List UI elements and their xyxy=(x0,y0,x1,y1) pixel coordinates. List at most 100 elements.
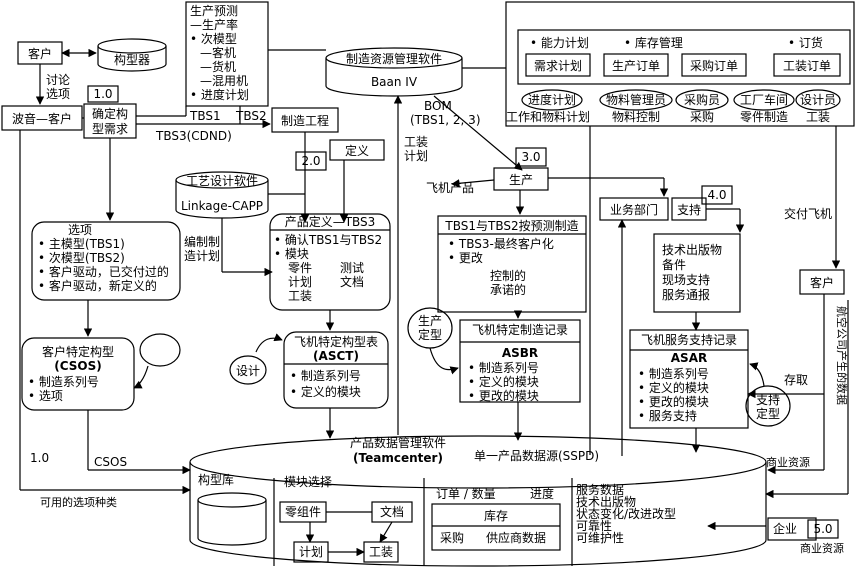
access-label: 存取 xyxy=(784,373,808,387)
erp-oval-buyer xyxy=(675,89,729,111)
tbs2-label: TBS2 xyxy=(235,109,267,123)
erp-label-5: 工装 xyxy=(806,110,830,124)
business-resource2-label: 商业资源 xyxy=(800,541,844,555)
product-def-c2b: 文档 xyxy=(340,274,364,289)
pdm-cylinder xyxy=(189,435,767,567)
erp-label-3: 采购 xyxy=(690,109,714,124)
forecast-7: • 进度计划 xyxy=(190,87,249,102)
erp-label-1: 工作和物料计划 xyxy=(506,110,590,124)
tech-pub-4: 服务通报 xyxy=(662,287,710,302)
prod-define-2: 定型 xyxy=(418,327,442,342)
document-label: 文档 xyxy=(380,504,404,519)
product-def-c1c: 工装 xyxy=(288,289,312,303)
erp-box-1-label: 需求计划 xyxy=(534,59,582,73)
tooling-label: 工装 xyxy=(369,545,393,559)
capp-title: 工艺设计软件 xyxy=(186,174,258,188)
boeing-customer-label: 波音—客户 xyxy=(12,111,72,126)
available-options-label: 可用的选项种类 xyxy=(40,495,117,509)
asar-1: 飞机服务支持记录 xyxy=(641,332,737,347)
options-4: • 客户驱动，已交付过的 xyxy=(38,264,169,279)
asar-4: • 定义的模块 xyxy=(638,380,709,395)
csos-4: • 选项 xyxy=(28,389,63,403)
asar-6: • 服务支持 xyxy=(638,408,697,423)
erp-oval-material xyxy=(599,89,673,111)
process-plan-1: 工装 xyxy=(404,135,428,149)
business-dept-box xyxy=(599,197,669,221)
one-flow-label: 1.0 xyxy=(30,451,49,465)
options-1: 选项 xyxy=(68,223,92,237)
erp-label-4: 零件制造 xyxy=(740,110,788,124)
support-define-oval xyxy=(745,385,791,427)
tbs-build-4: 控制的 xyxy=(490,268,526,283)
erp-box-2-label: 生产订单 xyxy=(612,59,660,73)
asbr-box xyxy=(459,319,581,403)
options-box xyxy=(31,221,181,301)
customer-right-box xyxy=(799,269,845,295)
product-def-c2a: 测试 xyxy=(340,260,364,275)
step-2-0: 2.0 xyxy=(301,154,320,168)
product-def-c1b: 计划 xyxy=(288,275,312,289)
tbs-build-5: 承诺的 xyxy=(490,282,526,297)
product-def-title: 产品定义—TBS3 xyxy=(285,214,376,229)
options-3: • 次模型(TBS2) xyxy=(38,251,125,265)
production-box xyxy=(493,167,549,191)
confirm-config-1: 确定构 xyxy=(92,106,128,121)
configurator-label: 构型器 xyxy=(114,52,150,67)
asar-5: • 更改的模块 xyxy=(638,394,709,409)
business-resource-label: 商业资源 xyxy=(766,455,810,469)
prod-define-1: 生产 xyxy=(418,314,442,328)
order-qty-label: 订单 / 数量 xyxy=(436,486,496,501)
service-data-4: 可靠性 xyxy=(576,519,612,533)
capp-sub: Linkage-CAPP xyxy=(181,199,263,213)
csos-2: (CSOS) xyxy=(54,359,101,373)
production-label: 生产 xyxy=(509,173,533,187)
asct-3: • 制造系列号 xyxy=(290,369,361,383)
sspd-label: 单一产品数据源(SSPD) xyxy=(474,448,599,463)
pdm-title: 产品数据管理软件 xyxy=(350,435,446,450)
bom-2: (TBS1, 2, 3) xyxy=(410,113,481,127)
tbs-build-box xyxy=(437,215,587,313)
asbr-1: 飞机特定制造记录 xyxy=(472,322,568,337)
asct-2: (ASCT) xyxy=(313,349,359,363)
csos-box xyxy=(21,337,135,411)
configurator-cylinder xyxy=(97,38,167,72)
erp-label-2: 物料控制 xyxy=(612,110,660,124)
erp-top-3: • 订货 xyxy=(788,35,823,50)
bom-1: BOM xyxy=(424,99,452,113)
forecast-2: —生产率 xyxy=(190,17,238,32)
compile-plan-2: 造计划 xyxy=(184,249,220,263)
options-2: • 主模型(TBS1) xyxy=(38,237,125,251)
tech-pub-box xyxy=(653,233,741,313)
csos-flow-label: CSOS xyxy=(94,455,127,469)
forecast-box xyxy=(185,1,269,107)
erp-box-demand xyxy=(525,53,591,77)
forecast-6: —混用机 xyxy=(200,74,248,88)
business-dept-label: 业务部门 xyxy=(610,202,658,217)
forecast-3: • 次模型 xyxy=(190,32,237,46)
parts-label: 零组件 xyxy=(285,505,321,519)
service-data-5: 可维护性 xyxy=(576,531,624,545)
baan-title: 制造资源管理软件 xyxy=(346,51,442,66)
asct-box xyxy=(283,331,389,409)
erp-box-tooling xyxy=(773,53,841,77)
forecast-4: —客机 xyxy=(200,45,236,60)
baan-sub: Baan IV xyxy=(371,75,418,89)
support-define-2: 定型 xyxy=(756,406,780,421)
erp-oval-designer xyxy=(795,89,841,111)
erp-oval-2-label: 物料管理员 xyxy=(606,92,666,107)
erp-top-2: • 库存管理 xyxy=(624,35,683,50)
tbs-build-1: TBS1与TBS2按预测制造 xyxy=(444,219,578,233)
pdm-sub: (Teamcenter) xyxy=(353,451,443,465)
support-define-1: 支持 xyxy=(756,392,780,407)
asar-2: ASAR xyxy=(671,351,707,365)
service-data-3: 状态变化/改进改型 xyxy=(576,506,676,521)
asbr-4: • 定义的模块 xyxy=(468,374,539,389)
support-label: 支持 xyxy=(677,202,701,217)
forecast-5: —货机 xyxy=(200,59,236,74)
step-4-0: 4.0 xyxy=(707,188,726,202)
product-def-l2: • 模块 xyxy=(274,247,309,261)
enterprise-box xyxy=(767,517,817,541)
erp-oval-3-label: 采购员 xyxy=(684,92,720,107)
product-def-c1a: 零件 xyxy=(288,261,312,275)
